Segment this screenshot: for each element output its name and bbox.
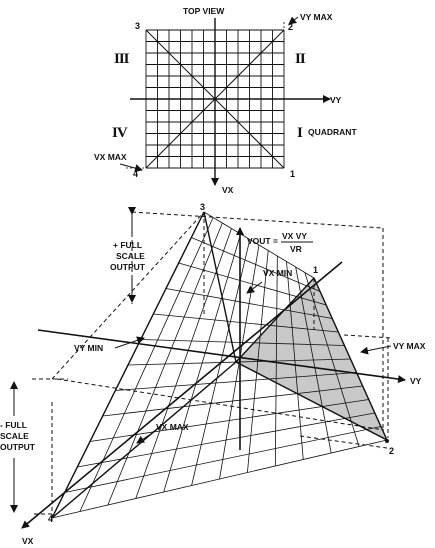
corner-2-dot <box>385 439 389 443</box>
top-view-vy-label: VY <box>330 95 342 105</box>
formula-numerator: VX VY <box>282 231 307 241</box>
surface-ruling-line-b <box>89 399 369 442</box>
surface-vx-axis-line <box>21 261 343 529</box>
surface-corner-2: 2 <box>389 446 394 456</box>
surface-vx-label: VX <box>22 536 34 546</box>
surface-ruling-line-a <box>304 272 360 447</box>
surface-corner-4: 4 <box>48 514 53 524</box>
minus-scale-line-3: OUTPUT <box>0 442 36 452</box>
vy-max-label-3d: VY MAX <box>393 341 426 351</box>
vy-max-pointer <box>288 16 299 25</box>
vy-min-label: VY MIN <box>74 343 103 353</box>
surface-ruling-line-b <box>77 412 375 468</box>
surface-corner-3: 3 <box>200 202 205 212</box>
top-view: TOP VIEW VY VX VY MAX VX MAX 3 2 4 1 III… <box>94 6 357 195</box>
surface-corner-1: 1 <box>313 265 318 275</box>
vy-min-pointer <box>114 336 145 349</box>
vx-min-pointer <box>246 281 263 294</box>
plus-scale-line-3: OUTPUT <box>110 262 146 272</box>
minus-scale-line-2: SCALE <box>0 431 29 441</box>
quadrant-iii-label: III <box>114 51 130 67</box>
formula-denominator: VR <box>290 244 302 254</box>
minus-scale-line-1: - FULL <box>0 420 27 430</box>
plus-scale-line-1: + FULL <box>113 240 142 250</box>
surface-vy-label: VY <box>410 376 422 386</box>
surface-ruling-line-b <box>51 439 388 519</box>
surface-ruling-line-b <box>64 426 381 493</box>
top-view-corner-4: 4 <box>133 169 138 179</box>
quadrant-ii-label: II <box>295 51 306 67</box>
quadrant-iv-label: IV <box>112 125 128 141</box>
vx-max-label-3d: VX MAX <box>156 422 189 432</box>
plus-scale-line-2: SCALE <box>116 251 145 261</box>
vx-max-pointer <box>119 163 143 173</box>
top-view-vx-label: VX <box>222 185 234 195</box>
plus-full-scale-output: + FULL SCALE OUTPUT <box>110 207 146 303</box>
quadrant-word: QUADRANT <box>308 127 357 137</box>
vout-formula: VOUT = VX VY VR <box>247 231 313 254</box>
vx-min-label: VX MIN <box>263 268 292 278</box>
minus-full-scale-output: - FULL SCALE OUTPUT <box>0 381 36 513</box>
shaded-quadrant <box>236 278 387 440</box>
quadrant-i-label: I <box>297 125 303 141</box>
top-view-vx-max-label: VX MAX <box>94 152 127 162</box>
top-view-title: TOP VIEW <box>183 6 225 16</box>
top-view-corner-1: 1 <box>290 169 295 179</box>
vy-max-pointer-3d <box>360 345 392 355</box>
top-view-corner-2: 2 <box>288 22 293 32</box>
vx-max-pointer-3d <box>136 431 155 444</box>
surface-view: VY VX VOUT = VX VY VR + FULL SCALE OUTPU… <box>0 202 426 546</box>
top-view-vy-max-label: VY MAX <box>300 12 333 22</box>
formula-lhs: VOUT = <box>247 236 278 246</box>
top-view-corner-3: 3 <box>135 21 140 31</box>
surface-vy-axis-line <box>37 329 406 384</box>
